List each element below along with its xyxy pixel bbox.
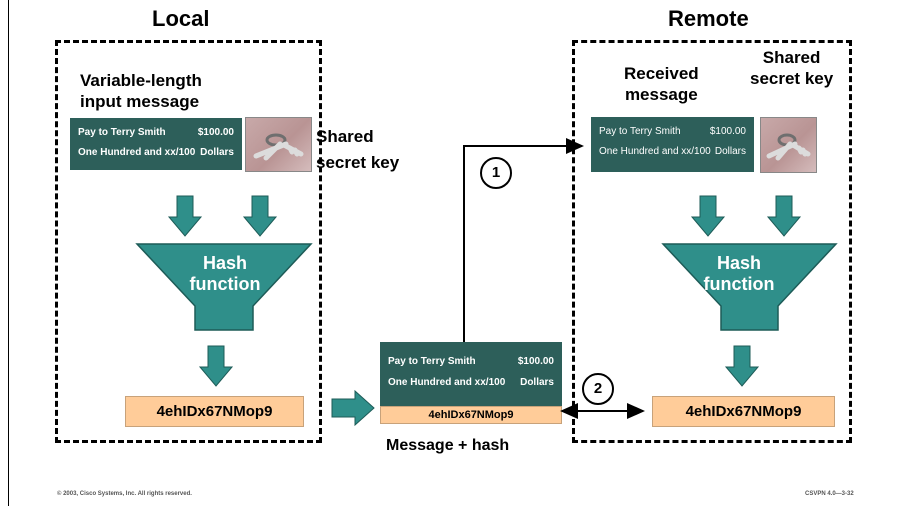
message-payee: Pay to Terry Smith: [78, 127, 166, 138]
key-icon: [766, 133, 811, 161]
local-hash-function-label: Hash function: [189, 253, 261, 294]
remote-title: Remote: [668, 6, 749, 31]
local-key-label: Shared secret key: [316, 127, 400, 172]
transit-message-card: Pay to Terry Smith $100.00 One Hundred an…: [380, 342, 562, 406]
step-2-marker: 2: [582, 373, 614, 405]
step-1-marker: 1: [480, 157, 512, 189]
transit-amount-words: One Hundred and xx/100: [388, 377, 506, 388]
footer-copyright: © 2003, Cisco Systems, Inc. All rights r…: [57, 491, 192, 497]
received-message-label: Received message: [624, 64, 699, 104]
remote-amount: $100.00: [709, 126, 746, 137]
transit-payee: Pay to Terry Smith: [388, 356, 476, 367]
local-title: Local: [152, 6, 210, 31]
local-boundary: [55, 40, 322, 443]
local-hash-value: 4ehIDx67NMop9: [125, 396, 304, 427]
remote-key-label: Shared secret key: [750, 48, 834, 88]
remote-currency: Dollars: [714, 146, 746, 157]
local-key-photo: [245, 117, 312, 172]
transit-amount: $100.00: [517, 356, 554, 367]
transit-currency: Dollars: [520, 377, 554, 388]
to-transit-arrow: [331, 389, 375, 427]
remote-payee: Pay to Terry Smith: [599, 126, 681, 137]
message-hash-caption: Message + hash: [386, 437, 510, 454]
transit-hash-value: 4ehIDx67NMop9: [380, 406, 562, 424]
remote-hash-function-label: Hash function: [703, 253, 775, 294]
remote-key-photo: [760, 117, 817, 173]
input-message-label: Variable-length input message: [80, 71, 202, 111]
remote-amount-words: One Hundred and xx/100: [599, 146, 711, 157]
message-amount: $100.00: [197, 127, 234, 138]
key-icon: [253, 133, 304, 161]
left-border-line: [8, 0, 9, 506]
local-message-card: Pay to Terry Smith $100.00 One Hundred an…: [70, 118, 242, 170]
remote-hash-value: 4ehIDx67NMop9: [652, 396, 835, 427]
footer-code: CSVPN 4.0—3-32: [805, 491, 854, 497]
remote-message-card: Pay to Terry Smith $100.00 One Hundred an…: [591, 117, 754, 172]
message-amount-words: One Hundred and xx/100: [78, 147, 196, 158]
message-currency: Dollars: [200, 147, 234, 158]
remote-boundary: [572, 40, 852, 443]
